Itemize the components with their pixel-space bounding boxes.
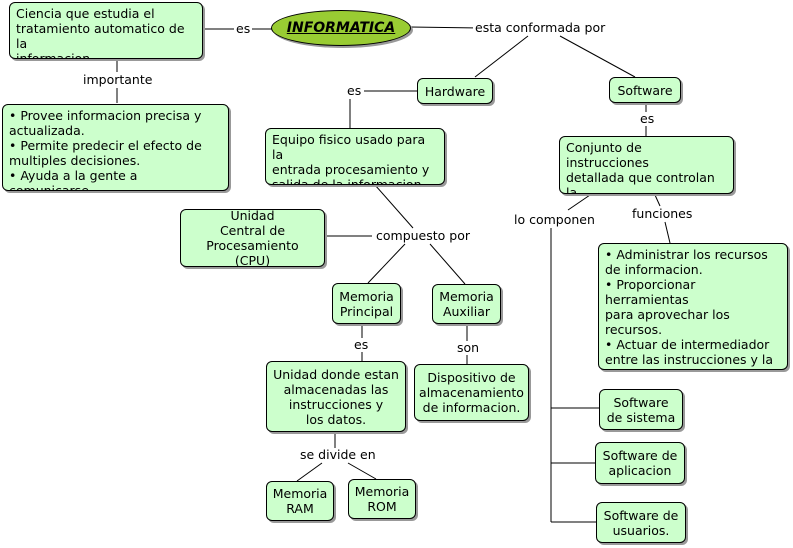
label-funciones: funciones — [630, 206, 695, 221]
label-lo-componen: lo componen — [512, 212, 597, 227]
cpu-node[interactable]: Unidad Central de Procesamiento (CPU) — [180, 209, 325, 267]
label-esta-conformada: esta conformada por — [473, 20, 608, 35]
link-swdef-componen — [567, 194, 591, 211]
link-conformada-software — [559, 35, 636, 78]
memoria-auxiliar-definicion-node[interactable]: Dispositivo de almacenamiento de informa… — [414, 364, 529, 421]
memoria-rom-node[interactable]: Memoria ROM — [348, 479, 416, 519]
hardware-node[interactable]: Hardware — [417, 78, 493, 104]
memoria-auxiliar-node[interactable]: Memoria Auxiliar — [432, 284, 501, 324]
label-son: son — [455, 340, 482, 355]
software-aplicacion-node[interactable]: Software de aplicacion — [595, 442, 685, 484]
link-compuesto-principal — [367, 243, 406, 284]
memoria-ram-node[interactable]: Memoria RAM — [266, 481, 334, 521]
software-sistema-node[interactable]: Software de sistema — [599, 389, 683, 430]
software-definicion-node[interactable]: Conjunto de instrucciones detallada que … — [559, 136, 734, 194]
link-hwdef-compuesto — [374, 184, 414, 229]
definicion-node[interactable]: Ciencia que estudia el tratamiento autom… — [9, 2, 203, 59]
hardware-definicion-node[interactable]: Equipo fisico usado para la entrada proc… — [265, 128, 445, 185]
link-divide-ram — [296, 462, 323, 482]
memoria-principal-node[interactable]: Memoria Principal — [332, 283, 401, 324]
link-conformada-hardware — [474, 35, 529, 78]
label-es-center: es — [234, 21, 253, 36]
label-importante: importante — [81, 72, 155, 87]
funciones-node[interactable]: • Administrar los recursos de informacio… — [598, 243, 788, 370]
link-compuesto-auxiliar — [429, 243, 466, 285]
label-es-software: es — [638, 111, 657, 126]
link-swdef-funciones — [654, 194, 661, 207]
memoria-principal-definicion-node[interactable]: Unidad donde estan almacenadas las instr… — [266, 361, 406, 432]
informatica-node[interactable]: INFORMATICA — [271, 10, 411, 46]
software-usuarios-node[interactable]: Software de usuarios. — [596, 502, 686, 543]
label-es-memoria: es — [352, 337, 371, 352]
software-node[interactable]: Software — [609, 77, 681, 103]
link-funciones-lista — [664, 221, 671, 244]
link-divide-rom — [347, 462, 377, 480]
label-se-divide-en: se divide en — [298, 447, 378, 462]
label-es-hardware: es — [345, 83, 364, 98]
importancia-node[interactable]: • Provee informacion precisa y actualiza… — [2, 104, 229, 191]
label-compuesto-por: compuesto por — [374, 228, 473, 243]
link-center-conformada — [409, 26, 481, 29]
